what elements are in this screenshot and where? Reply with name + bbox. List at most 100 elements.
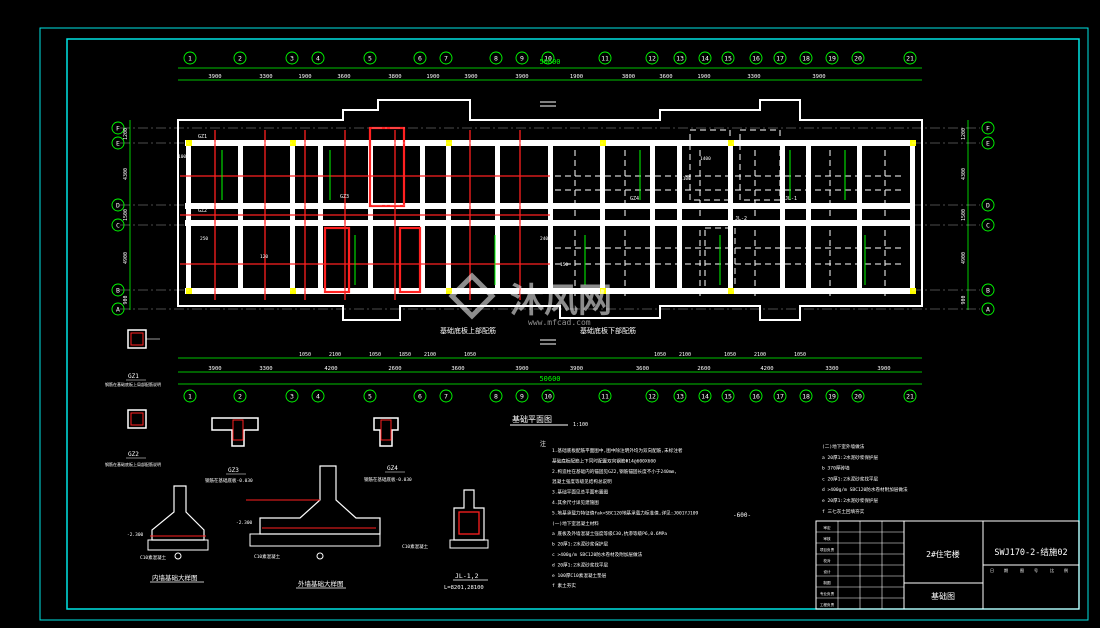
tb-row-label: 审核 xyxy=(823,536,831,541)
grid-bubble-label: 11 xyxy=(601,392,609,400)
plan-tag: GZ3 xyxy=(340,194,349,200)
grid-bubble xyxy=(851,51,865,65)
plan-tag: JL-2 xyxy=(735,216,747,222)
grid-bubble xyxy=(285,51,299,65)
grid-bubble-label: 6 xyxy=(418,54,422,62)
notes-header: 注 xyxy=(540,440,546,448)
tb-small-label: 日 xyxy=(990,568,994,573)
grid-bubble-label: 16 xyxy=(752,54,760,62)
grid-bubble-label: 13 xyxy=(676,54,684,62)
row-bubble xyxy=(111,302,125,316)
grid-bubble-label: 19 xyxy=(828,54,836,62)
side-dim: 1500 xyxy=(961,209,967,221)
watermark: 沐风网 www.mfcad.com xyxy=(448,272,612,327)
note-line: 混凝土强度等级见结构总说明 xyxy=(552,478,612,485)
grid-bubble-label: 3 xyxy=(290,54,294,62)
side-dim: 4300 xyxy=(123,168,129,180)
note-line: 4.其余尺寸详见建施图 xyxy=(552,499,599,506)
note-line: 2.构造柱在基础内的锚固见GZ2,钢筋锚固长度不小于240mm, xyxy=(552,468,677,475)
grid-bubble xyxy=(903,51,917,65)
gz1-note: 钢筋在基础底板上局部配筋说明 xyxy=(105,381,161,387)
bottom-dim: 3600 xyxy=(451,366,464,372)
plan-size: 120 xyxy=(260,254,268,260)
row-bubble-label: E xyxy=(986,139,990,147)
top-dim: 3800 xyxy=(622,74,635,80)
row-bubble xyxy=(981,198,995,212)
grid-bubble-label: 7 xyxy=(444,54,448,62)
foundation-plan xyxy=(120,67,980,385)
bottom-dim: 3300 xyxy=(259,366,272,372)
section-jl-sub: L=8201,28100 xyxy=(444,585,484,591)
tb-row-label: 制图 xyxy=(823,580,831,585)
watermark-url: www.mfcad.com xyxy=(528,318,591,327)
grid-bubble-label: 17 xyxy=(776,392,784,400)
inner-dim: 1050 xyxy=(464,352,476,358)
note-line: d 20厚1:2水泥砂浆找平层 xyxy=(552,561,609,568)
tb-row-label: 专业负责 xyxy=(820,591,835,596)
row-bubble-label: B xyxy=(116,286,120,294)
grid-bubble xyxy=(489,389,503,403)
inner-dim: 1050 xyxy=(299,352,311,358)
top-dim: 3900 xyxy=(464,74,477,80)
plan-tag: GZ2 xyxy=(198,208,207,214)
grid-bubble-label: 19 xyxy=(828,392,836,400)
bottom-dim: 3600 xyxy=(636,366,649,372)
section-outer-c10: C10素混凝土 xyxy=(254,553,281,560)
top-dim: 3600 xyxy=(659,74,672,80)
grid-bubble xyxy=(645,51,659,65)
section-inner-elev: -2.300 xyxy=(127,532,144,538)
row-bubble xyxy=(111,121,125,135)
grid-bubble-label: 10 xyxy=(544,392,552,400)
tb-row-label: 工程负责 xyxy=(820,602,835,607)
gz3-detail: GZ3 钢筋在基础底板-0.030 xyxy=(205,417,259,484)
section-jl-title: JL-1,2 xyxy=(455,572,479,580)
grid-bubble-label: 6 xyxy=(418,392,422,400)
gz3-label: GZ3 xyxy=(228,467,239,474)
plan-size: 1000 xyxy=(178,154,189,160)
grid-bubble-label: 8 xyxy=(494,392,498,400)
row-bubble-label: D xyxy=(116,201,120,209)
plan-size: 1400 xyxy=(700,156,711,162)
top-dim: 1900 xyxy=(426,74,439,80)
grid-bubble xyxy=(903,389,917,403)
gz4-detail: GZ4 钢筋在基础底板-0.030 xyxy=(364,417,412,483)
note-line: e 100厚C10素混凝土垫层 xyxy=(552,572,607,579)
grid-bubble xyxy=(541,389,555,403)
note-line: 3.基础平面见总平面布置图 xyxy=(552,489,608,496)
section-inner: C10素混凝土 -2.300 内墙基础大样图 xyxy=(127,485,209,583)
grid-bubble xyxy=(489,51,503,65)
bottom-dim: 4200 xyxy=(324,366,337,372)
row-bubble-label: F xyxy=(986,124,990,132)
tb-small-label: 号 xyxy=(1034,567,1038,573)
gz1-label: GZ1 xyxy=(128,373,139,380)
row-bubble xyxy=(111,283,125,297)
inner-dim: 1850 xyxy=(399,352,411,358)
bottom-dim: 3900 xyxy=(877,366,890,372)
bottom-dim: 4200 xyxy=(760,366,773,372)
section-jl-c10: C10素混凝土 xyxy=(402,543,429,550)
watermark-text: 沐风网 xyxy=(510,281,612,321)
row-bubble xyxy=(111,218,125,232)
plan-size: 240 xyxy=(540,236,548,242)
plan-label-lower: 基础底板下部配筋 xyxy=(580,326,636,335)
top-dim: 1900 xyxy=(298,74,311,80)
note-line: (二)地下室外墙做法 xyxy=(822,443,865,450)
grid-bubble-label: 12 xyxy=(648,54,656,62)
grid-bubble-label: 4 xyxy=(316,54,320,62)
row-bubble xyxy=(981,302,995,316)
grid-bubble xyxy=(183,389,197,403)
plan-tag: GZ1 xyxy=(198,134,207,140)
title-block-small: 日期图号比例 xyxy=(990,567,1068,573)
grid-bubble xyxy=(413,51,427,65)
section-outer-elev: -2.300 xyxy=(236,520,253,526)
note-line: c >400g/m SBC120防水卷材及附加层做法 xyxy=(552,551,643,558)
grid-bubble xyxy=(439,389,453,403)
top-dim: 3300 xyxy=(259,74,272,80)
inner-dim: 1050 xyxy=(654,352,666,358)
grid-bubble-label: 9 xyxy=(520,392,524,400)
top-dim: 3900 xyxy=(812,74,825,80)
